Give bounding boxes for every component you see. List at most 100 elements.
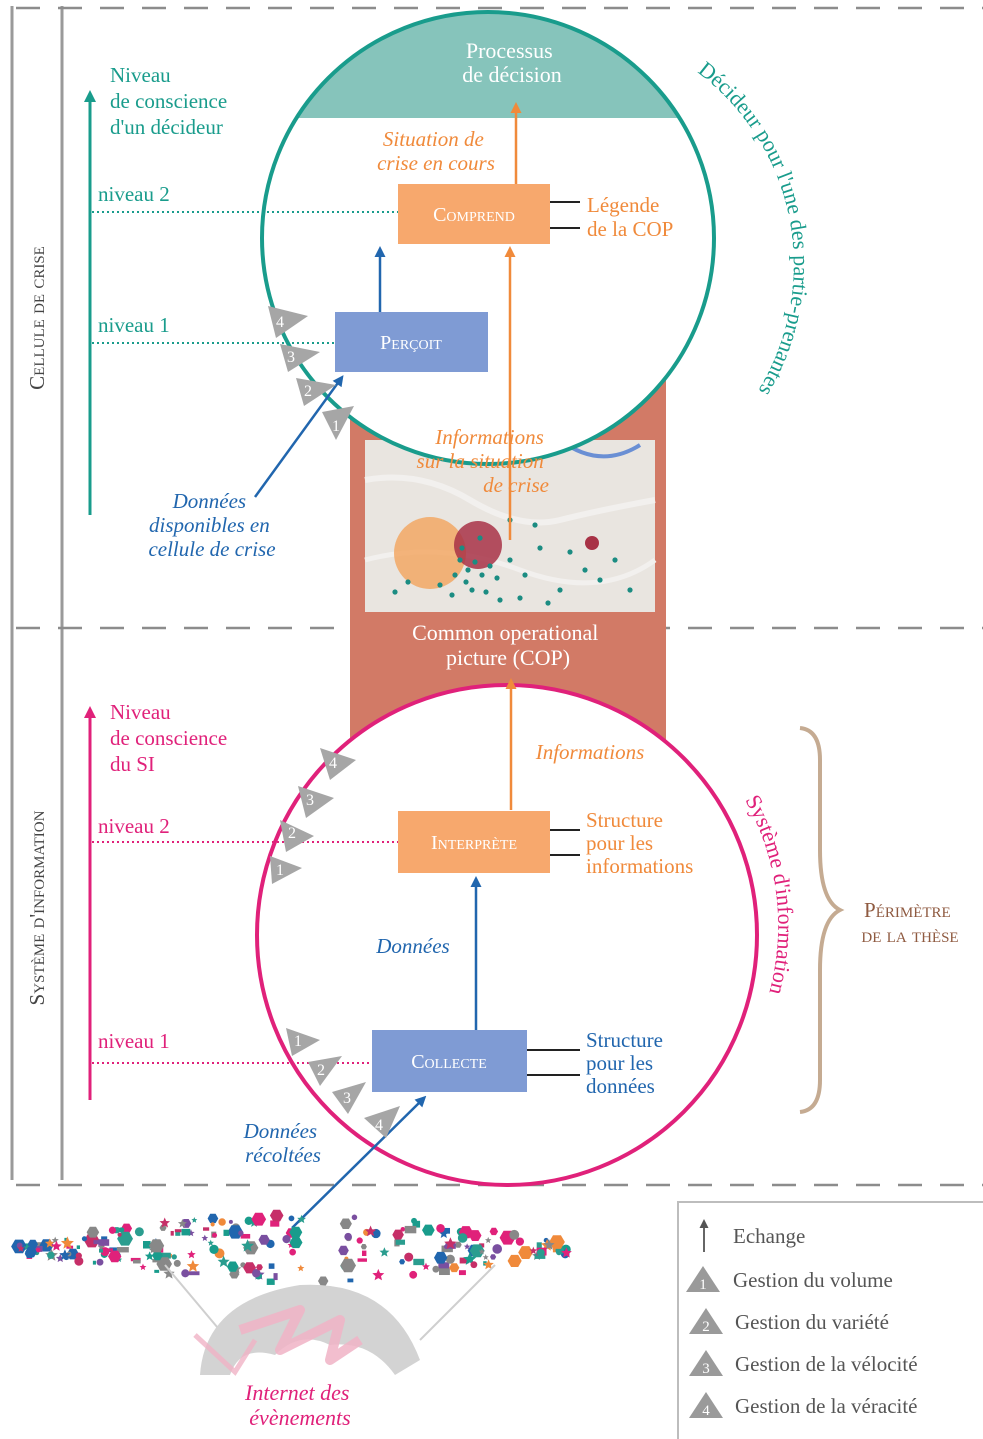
event-shape — [244, 1216, 253, 1225]
structure-donnees-l1: Structure — [586, 1028, 663, 1052]
cop-label-line2: picture (COP) — [446, 645, 570, 670]
event-shape — [51, 1236, 59, 1244]
svg-text:2: 2 — [702, 1319, 710, 1335]
event-shape — [269, 1209, 284, 1222]
axis-decideur-title-l2: de conscience — [110, 89, 227, 113]
event-shape — [171, 1254, 177, 1260]
level1-si-label: niveau 1 — [98, 1029, 170, 1053]
event-shape — [561, 1247, 572, 1258]
event-shape — [543, 1239, 555, 1250]
legend-cop-text-l1: Légende — [587, 193, 659, 217]
infos-crise-l1: Informations — [434, 425, 544, 449]
event-shape — [515, 1237, 525, 1246]
event-shape — [404, 1252, 414, 1262]
event-shape — [119, 1227, 125, 1233]
donnees-dispo-l3: cellule de crise — [148, 537, 275, 561]
event-shape — [154, 1269, 160, 1273]
event-shape — [536, 1248, 545, 1257]
event-shape — [181, 1228, 191, 1236]
event-shape — [458, 1270, 466, 1276]
event-shape — [152, 1250, 163, 1261]
interprete-box — [398, 811, 550, 873]
axis-si-title-l3: du SI — [110, 752, 155, 776]
level1-top-label: niveau 1 — [98, 313, 170, 337]
event-shape — [27, 1239, 38, 1249]
event-shape — [59, 1249, 71, 1260]
event-shape — [191, 1217, 198, 1223]
arrow-events-collecte — [291, 1095, 427, 1229]
event-shape — [360, 1244, 367, 1250]
legend-badge-4-icon — [689, 1392, 723, 1418]
event-shape — [492, 1244, 503, 1254]
cop-label-line1: Common operational — [412, 620, 598, 645]
event-shape — [289, 1226, 303, 1238]
event-shape — [229, 1269, 240, 1279]
donnees-label: Données — [375, 934, 449, 958]
legend-cop-text-l2: de la COP — [587, 217, 673, 241]
section-label-cellule: Cellule de crise — [25, 246, 49, 390]
event-shape — [434, 1251, 448, 1264]
axis-si-title: Niveau de conscience du SI — [110, 700, 232, 776]
event-shape — [101, 1236, 108, 1240]
event-shape — [536, 1242, 542, 1249]
section-label-si: Système d'information — [25, 810, 49, 1005]
event-shape — [404, 1225, 417, 1234]
badge-top-3: 3 — [280, 344, 320, 372]
svg-text:4: 4 — [375, 1117, 383, 1134]
perimetre-brace — [799, 726, 845, 1114]
event-shape — [412, 1220, 421, 1228]
axis-si-title-l2: de conscience — [110, 726, 227, 750]
svg-text:1: 1 — [332, 418, 340, 435]
event-shape — [92, 1260, 96, 1265]
event-shape — [361, 1250, 367, 1257]
legend-label-velocite: Gestion de la vélocité — [735, 1352, 918, 1376]
legend-label-volume: Gestion du volume — [733, 1268, 893, 1292]
event-shape — [340, 1258, 356, 1273]
event-shape — [51, 1240, 62, 1251]
event-shape — [152, 1258, 163, 1263]
event-shape — [270, 1220, 280, 1227]
perimetre-l2: de la thèse — [861, 923, 958, 947]
internet-l2: évènements — [249, 1405, 350, 1430]
legend-cop-text: Légende de la COP — [587, 193, 673, 241]
comprend-label: Comprend — [433, 204, 515, 226]
badge-si-l3: 3 — [332, 1082, 366, 1114]
infos-crise-l2: sur la situation — [417, 449, 544, 473]
donnees-dispo-l1: Données — [172, 489, 246, 513]
axis-decideur-title-l3: d'un décideur — [110, 115, 223, 139]
event-shape — [400, 1227, 406, 1232]
event-shape — [297, 1264, 305, 1272]
globe-icon — [164, 1264, 496, 1376]
event-shape — [438, 1262, 450, 1269]
structure-donnees-l2: pour les — [586, 1051, 653, 1075]
event-shape — [144, 1251, 155, 1261]
event-shape — [318, 1276, 329, 1286]
legend-label-echange: Echange — [733, 1224, 805, 1248]
event-shape — [96, 1258, 104, 1266]
comprend-box — [398, 184, 550, 244]
event-shape — [490, 1254, 497, 1260]
event-shape — [288, 1215, 295, 1222]
svg-text:2: 2 — [288, 825, 296, 842]
event-shape — [459, 1257, 469, 1264]
event-shape — [351, 1214, 358, 1221]
event-shape — [518, 1246, 533, 1259]
badge-si-u2: 2 — [280, 820, 314, 852]
event-shape — [186, 1259, 200, 1272]
event-shape — [218, 1218, 226, 1226]
internet-label: Internet des évènements — [244, 1380, 355, 1430]
badge-si-u3: 3 — [298, 786, 334, 818]
decision-label-line2: de décision — [462, 62, 562, 87]
level2-top-label: niveau 2 — [98, 182, 170, 206]
event-shape — [266, 1278, 275, 1285]
event-shape — [347, 1278, 354, 1283]
event-shape — [468, 1230, 482, 1241]
event-shape — [108, 1226, 117, 1234]
event-shape — [227, 1225, 244, 1239]
event-shape — [226, 1261, 239, 1272]
si-badges-upper: 4 3 2 1 — [270, 748, 356, 884]
event-shape — [74, 1256, 84, 1266]
svg-text:3: 3 — [306, 792, 314, 809]
legend-box: Echange 1 Gestion du volume 2 Gestion du… — [677, 1201, 983, 1439]
